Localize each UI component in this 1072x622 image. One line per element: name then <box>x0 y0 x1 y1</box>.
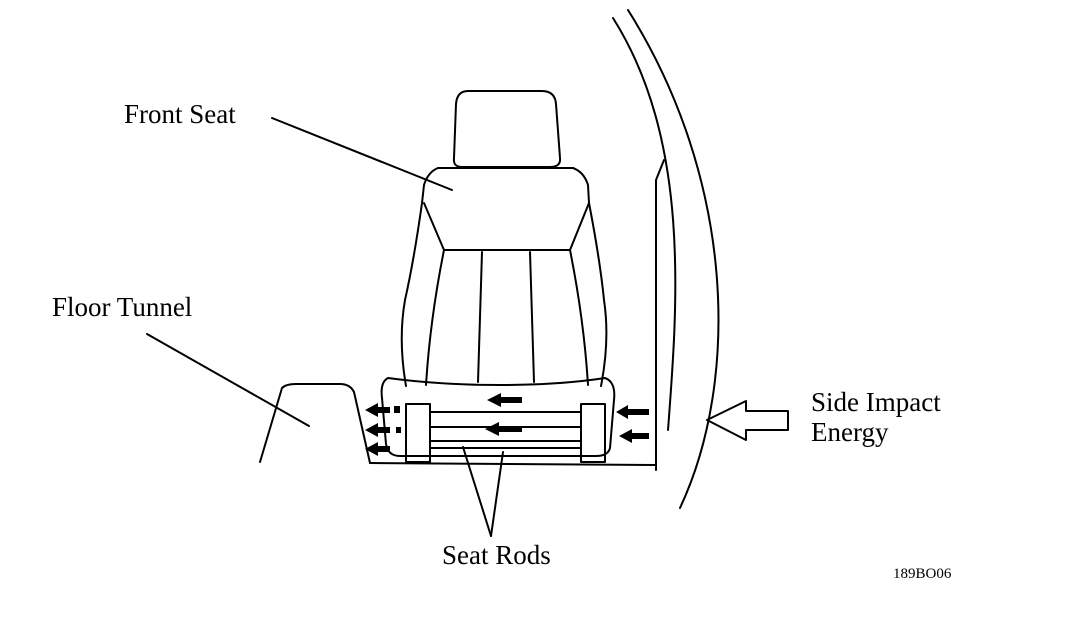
seat-back-inner-right <box>569 249 589 386</box>
seat-cushion <box>380 377 616 457</box>
side-impact-label-line1: Side Impact <box>811 387 941 417</box>
front-seat-label: Front Seat <box>124 99 236 129</box>
figure-code: 189BO06 <box>893 566 952 582</box>
seat-rods-leader-2 <box>490 451 504 537</box>
floor-tunnel-label: Floor Tunnel <box>52 292 193 322</box>
force-arrow-left-1 <box>365 403 390 417</box>
seat-back-pleat-1 <box>477 251 483 383</box>
force-dash-2 <box>396 427 401 433</box>
side-impact-arrow <box>706 400 789 441</box>
seat-back-pleat-2 <box>529 251 535 383</box>
seat-rail-left <box>405 403 431 463</box>
front-seat-leader <box>271 117 453 191</box>
headrest <box>452 90 562 168</box>
seat-rods-leader-1 <box>462 446 492 537</box>
force-arrow-right-2 <box>619 429 649 443</box>
floor-line <box>369 462 657 466</box>
force-arrow-left-3 <box>365 442 390 456</box>
force-dash-1 <box>394 406 400 413</box>
side-impact-label-line2: Energy <box>811 417 889 447</box>
door-outer-curve <box>627 9 720 509</box>
force-arrow-seat-mid <box>485 422 522 436</box>
seat-rods-label: Seat Rods <box>442 540 551 570</box>
seat-back-shoulder-left <box>423 202 445 251</box>
seat-back-shoulder-right <box>569 202 590 251</box>
force-arrow-seat-top <box>487 393 522 407</box>
seat-back-inner-left <box>425 249 445 386</box>
door-panel-edge <box>655 159 665 471</box>
seat-back-outline <box>400 167 439 387</box>
seat-back-outline-right <box>572 167 608 387</box>
seat-rail-right <box>580 403 606 463</box>
force-arrow-right-1 <box>616 405 649 419</box>
floor-tunnel-leader <box>146 333 310 427</box>
door-inner-curve <box>612 17 677 431</box>
force-arrow-left-2 <box>365 423 390 437</box>
floor-tunnel-outline <box>259 383 371 464</box>
